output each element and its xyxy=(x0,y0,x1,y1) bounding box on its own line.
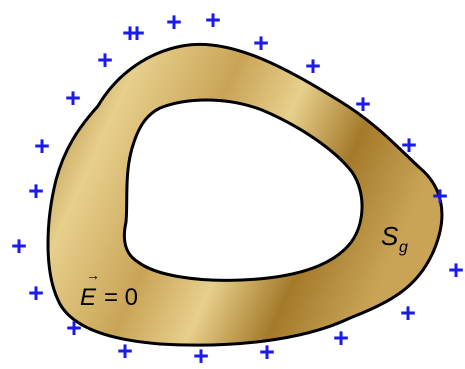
positive-charge: + xyxy=(65,83,81,113)
positive-charge: + xyxy=(11,231,27,261)
surface-subscript: g xyxy=(399,239,408,256)
positive-charge: + xyxy=(166,7,182,37)
gaussian-surface-label: S g xyxy=(381,221,408,256)
positive-charge: + xyxy=(117,336,133,366)
surface-charges: ++++++++++++++++++++++ xyxy=(11,5,464,369)
surface-symbol: S xyxy=(381,221,399,251)
positive-charge: + xyxy=(129,18,145,48)
positive-charge: + xyxy=(253,28,269,58)
positive-charge: + xyxy=(305,51,321,81)
positive-charge: + xyxy=(400,298,416,328)
positive-charge: + xyxy=(333,323,349,353)
field-zero-label: → E = 0 xyxy=(80,267,138,311)
positive-charge: + xyxy=(97,45,113,75)
positive-charge: + xyxy=(34,131,50,161)
positive-charge: + xyxy=(28,278,44,308)
positive-charge: + xyxy=(193,341,209,369)
positive-charge: + xyxy=(205,5,221,35)
positive-charge: + xyxy=(355,89,371,119)
field-symbol: E xyxy=(80,284,97,311)
positive-charge: + xyxy=(448,255,464,285)
conductor-body xyxy=(46,42,444,347)
field-equation: = 0 xyxy=(104,284,138,311)
field-arrow-symbol: → xyxy=(86,267,100,283)
positive-charge: + xyxy=(28,176,44,206)
positive-charge: + xyxy=(259,337,275,367)
positive-charge: + xyxy=(432,181,448,211)
positive-charge: + xyxy=(66,313,82,343)
positive-charge: + xyxy=(122,18,138,48)
positive-charge: + xyxy=(401,130,417,160)
